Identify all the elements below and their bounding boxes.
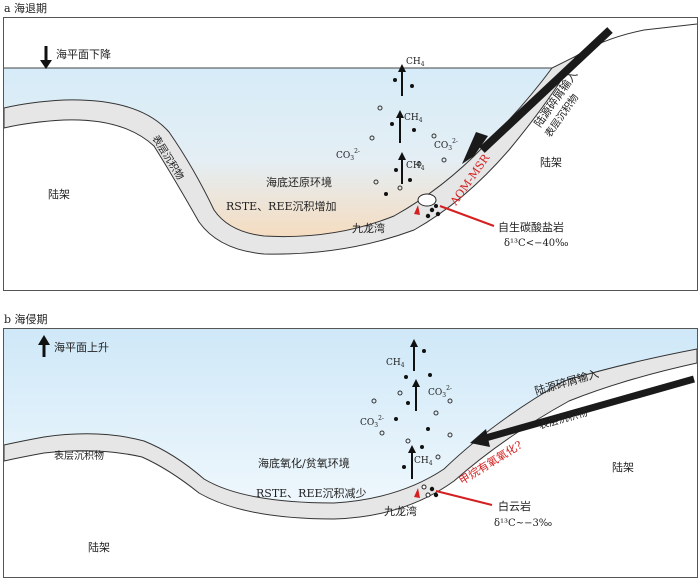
bay-label: 九龙湾 <box>384 504 417 518</box>
shelf-right-label: 陆架 <box>540 155 562 169</box>
ch4-label-2: CH4 <box>414 456 433 467</box>
sea-level-label: 海平面下降 <box>56 47 111 61</box>
shelf-left-label: 陆架 <box>88 540 110 554</box>
surface-sediment-left-label: 表层沉积物 <box>54 449 104 462</box>
sea-level-label: 海平面上升 <box>54 340 109 354</box>
bay-label: 九龙湾 <box>352 221 385 235</box>
ch4-label-2: CH4 <box>404 113 423 124</box>
rste-label: RSTE、REE沉积增加 <box>226 199 337 213</box>
ch4-label-1: CH4 <box>406 57 425 68</box>
panel-a-label: a 海退期 <box>4 2 48 15</box>
rste-label: RSTE、REE沉积减少 <box>256 487 367 500</box>
ch4-rise-arrows <box>396 64 406 184</box>
panel-b-label: b 海侵期 <box>4 313 48 326</box>
rock-label: 自生碳酸盐岩 <box>498 220 564 234</box>
ch4-label-3: CH4 <box>406 161 425 172</box>
sea-level-down-arrow <box>40 46 52 69</box>
gas-bubbles <box>371 349 453 469</box>
panel-b-frame: 海平面上升 陆源碎屑输入 表层沉积物 表层沉积物 陆架 陆架 CH4 CH4 C… <box>3 328 698 578</box>
surface-sediment-layer <box>4 348 697 520</box>
co3-label-left: CO32- <box>360 415 384 429</box>
co3-label-right: CO32- <box>434 138 458 152</box>
isotope-label: δ¹³C~−3‰ <box>494 518 552 529</box>
water-body <box>4 329 697 503</box>
panel-a-diagram: 海平面下降 陆源碎屑输入 表层沉积物 表层沉积物 陆架 陆架 CH4 CH4 C… <box>4 23 697 255</box>
ch4-rise-arrows <box>408 339 420 479</box>
ch4-label-1: CH4 <box>386 358 405 369</box>
isotope-label: δ¹³C<−40‰ <box>504 238 569 249</box>
debris-input-arrow <box>462 27 613 164</box>
dolomite-nodule <box>421 484 439 498</box>
shelf-right-label: 陆架 <box>612 460 634 474</box>
carbonate-nodule <box>417 193 441 219</box>
panel-a-frame: 海平面下降 陆源碎屑输入 表层沉积物 表层沉积物 陆架 陆架 CH4 CH4 C… <box>3 17 698 291</box>
seep-marker <box>414 205 420 215</box>
gas-bubbles <box>369 78 447 201</box>
rock-label: 白云岩 <box>498 499 531 513</box>
water-body <box>4 68 552 237</box>
rock-pointer-line <box>435 490 493 506</box>
rock-pointer-line <box>439 205 495 227</box>
environment-label: 海底氧化/贫氧环境 <box>258 456 350 470</box>
sea-level-up-arrow <box>38 335 50 357</box>
panel-b-diagram: 海平面上升 陆源碎屑输入 表层沉积物 表层沉积物 陆架 陆架 CH4 CH4 C… <box>4 329 697 554</box>
co3-label-left: CO32- <box>336 148 360 162</box>
debris-input-arrow <box>470 375 695 447</box>
co3-label-right: CO32- <box>428 385 452 399</box>
environment-label: 海底还原环境 <box>266 175 332 189</box>
shelf-left-label: 陆架 <box>48 187 70 201</box>
seep-marker <box>414 488 420 498</box>
